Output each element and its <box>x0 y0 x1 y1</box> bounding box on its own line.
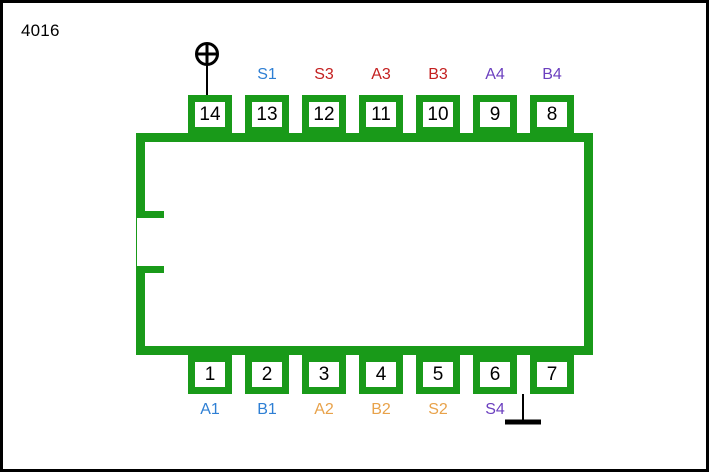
pin-number: 10 <box>427 104 449 125</box>
ground-symbol <box>498 394 548 430</box>
pin-number: 9 <box>489 104 501 125</box>
pin-box-8[interactable]: 8 <box>530 95 574 134</box>
pin-number: 13 <box>256 104 278 125</box>
pin-label-4: B2 <box>371 401 391 418</box>
pin-label-9: A4 <box>485 66 505 83</box>
pin-box-9[interactable]: 9 <box>473 95 517 134</box>
pin-label-13: S1 <box>257 66 277 83</box>
pin-box-5[interactable]: 5 <box>416 355 460 394</box>
pin-label-11: A3 <box>371 66 391 83</box>
pin-box-10[interactable]: 10 <box>416 95 460 134</box>
pin-box-7[interactable]: 7 <box>530 355 574 394</box>
pin-number: 3 <box>318 364 330 385</box>
pin-box-4[interactable]: 4 <box>359 355 403 394</box>
page-title: 4016 <box>21 21 60 40</box>
ic-package-body <box>136 133 593 355</box>
pin-number: 5 <box>432 364 444 385</box>
pin-number: 12 <box>313 104 335 125</box>
pin-number: 14 <box>199 104 221 125</box>
power-symbol <box>189 41 225 99</box>
pin-number: 7 <box>546 364 558 385</box>
pin-label-6: S4 <box>485 401 505 418</box>
pin-number: 6 <box>489 364 501 385</box>
pin-box-13[interactable]: 13 <box>245 95 289 134</box>
pin-box-3[interactable]: 3 <box>302 355 346 394</box>
pin-box-12[interactable]: 12 <box>302 95 346 134</box>
pin-label-10: B3 <box>428 66 448 83</box>
pin-box-6[interactable]: 6 <box>473 355 517 394</box>
pin-box-1[interactable]: 1 <box>188 355 232 394</box>
pin-box-14[interactable]: 14 <box>188 95 232 134</box>
pin-box-2[interactable]: 2 <box>245 355 289 394</box>
pin-label-1: A1 <box>200 401 220 418</box>
pin-box-11[interactable]: 11 <box>359 95 403 134</box>
pin-label-12: S3 <box>314 66 334 83</box>
pin-label-3: A2 <box>314 401 334 418</box>
pin-label-8: B4 <box>542 66 562 83</box>
pin-number: 8 <box>546 104 558 125</box>
pin-number: 11 <box>371 104 391 125</box>
pin-number: 2 <box>261 364 273 385</box>
ic-notch-seam-mask <box>137 218 146 266</box>
pin-number: 1 <box>204 364 216 385</box>
pin-label-2: B1 <box>257 401 277 418</box>
pin-number: 4 <box>375 364 387 385</box>
pin-label-5: S2 <box>428 401 448 418</box>
